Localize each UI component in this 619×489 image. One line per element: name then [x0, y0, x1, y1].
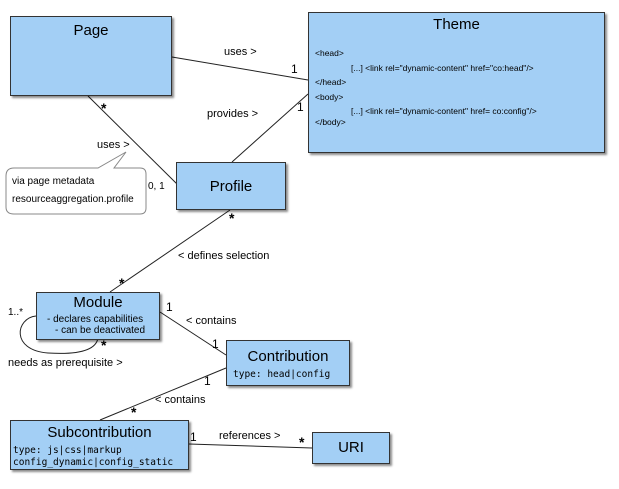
note-line: resourceaggregation.profile	[12, 194, 134, 205]
edge-subcontribution-uri	[188, 443, 313, 449]
mult-page-profile-source: *	[101, 100, 107, 116]
module-capability-line: - can be deactivated	[55, 325, 146, 336]
label-page-theme: uses >	[224, 46, 257, 58]
label-sub-uri: references >	[219, 430, 281, 442]
page-title: Page	[73, 22, 109, 39]
label-module-contribution: < contains	[186, 315, 237, 327]
subcontribution-type: config_dynamic|config_static	[13, 457, 174, 468]
mult-module-contribution-source: 1	[166, 300, 173, 314]
mult-sub-uri-target: *	[299, 434, 305, 450]
edge-profile-theme	[231, 93, 309, 163]
mult-page-theme-target: 1	[291, 62, 298, 76]
theme-code-line: <body>	[315, 92, 344, 102]
page-box: Page	[10, 16, 172, 96]
module-box: Module - declares capabilities - can be …	[36, 292, 160, 340]
mult-page-profile-target: 0, 1	[148, 181, 165, 192]
theme-code-line: </head>	[315, 77, 347, 87]
edge-contribution-subcontribution	[99, 367, 227, 421]
theme-code-line: <head>	[315, 48, 344, 58]
subcontribution-type: type: js|css|markup	[13, 445, 122, 456]
edge-profile-module	[109, 209, 231, 293]
label-profile-theme: provides >	[207, 108, 259, 120]
theme-code-line: [...] <link rel="dynamic-content" href= …	[351, 106, 537, 116]
label-profile-module: < defines selection	[178, 250, 270, 262]
module-capability-line: - declares capabilities	[47, 314, 144, 325]
mult-contribution-sub-target: *	[131, 404, 137, 420]
label-module-self: needs as prerequisite >	[8, 357, 123, 369]
note-bubble	[5, 151, 147, 215]
theme-code-line: </body>	[315, 117, 346, 127]
note-line: via page metadata	[12, 176, 95, 187]
theme-box: Theme <head> [...] <link rel="dynamic-co…	[308, 12, 605, 153]
contribution-type: type: head|config	[233, 369, 331, 380]
contribution-box: Contribution type: head|config	[226, 340, 350, 386]
uri-title: URI	[338, 439, 364, 456]
mult-module-contribution-target: 1	[212, 337, 219, 351]
mult-profile-module-target: *	[119, 275, 125, 291]
edge-page-profile	[87, 95, 179, 186]
mult-sub-uri-source: 1	[190, 430, 197, 444]
profile-title: Profile	[209, 178, 253, 195]
mult-module-self-end: *	[101, 337, 107, 353]
mult-profile-module-source: *	[229, 210, 235, 226]
subcontribution-box: Subcontribution type: js|css|markup conf…	[10, 420, 189, 470]
theme-code-line: [...] <link rel="dynamic-content" href="…	[351, 63, 534, 73]
profile-box: Profile	[176, 162, 286, 210]
edge-module-self	[19, 315, 99, 354]
mult-profile-theme-target: 1	[297, 100, 304, 114]
module-title: Module	[73, 294, 123, 311]
label-page-profile: uses >	[97, 139, 130, 151]
uri-box: URI	[312, 432, 390, 464]
edge-page-theme	[171, 56, 309, 81]
mult-contribution-sub-source: 1	[204, 374, 211, 388]
edge-module-contribution	[159, 311, 227, 356]
label-contribution-subcontribution: < contains	[155, 394, 206, 406]
subcontribution-title: Subcontribution	[47, 424, 152, 441]
contribution-title: Contribution	[247, 348, 329, 365]
mult-module-self-start: 1..*	[8, 307, 24, 318]
theme-title: Theme	[433, 16, 480, 33]
